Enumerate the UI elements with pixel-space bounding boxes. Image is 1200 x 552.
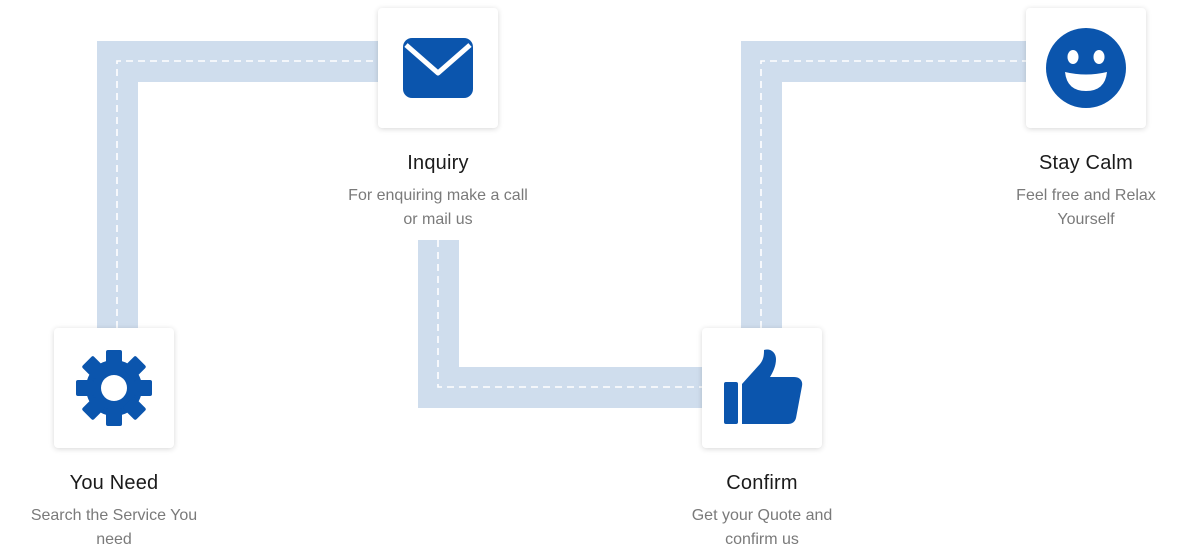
step-icon-card [1026, 8, 1146, 128]
smiley-icon [1046, 28, 1126, 108]
step-stay-calm: Stay Calm Feel free and Relax Yourself [986, 8, 1186, 232]
gear-icon [76, 350, 152, 426]
step-confirm: Confirm Get your Quote and confirm us [662, 328, 862, 552]
step-title: Inquiry [407, 152, 469, 174]
step-icon-card [702, 328, 822, 448]
step-description: Feel free and Relax Yourself [1016, 187, 1156, 228]
path-dashes [116, 60, 1026, 388]
step-icon-card [378, 8, 498, 128]
step-description: Search the Service You need [30, 507, 198, 548]
thumbs-up-icon [724, 349, 803, 424]
step-description: Get your Quote and confirm us [691, 507, 833, 548]
step-inquiry: Inquiry For enquiring make a call or mai… [338, 8, 538, 232]
step-title: Confirm [726, 472, 798, 494]
step-description: For enquiring make a call or mail us [348, 187, 528, 228]
step-title: Stay Calm [1038, 152, 1134, 174]
path-band [97, 41, 1026, 408]
envelope-icon [403, 38, 473, 98]
step-you-need: You Need Search the Service You need [14, 328, 214, 552]
step-icon-card [54, 328, 174, 448]
step-title: You Need [69, 472, 159, 494]
